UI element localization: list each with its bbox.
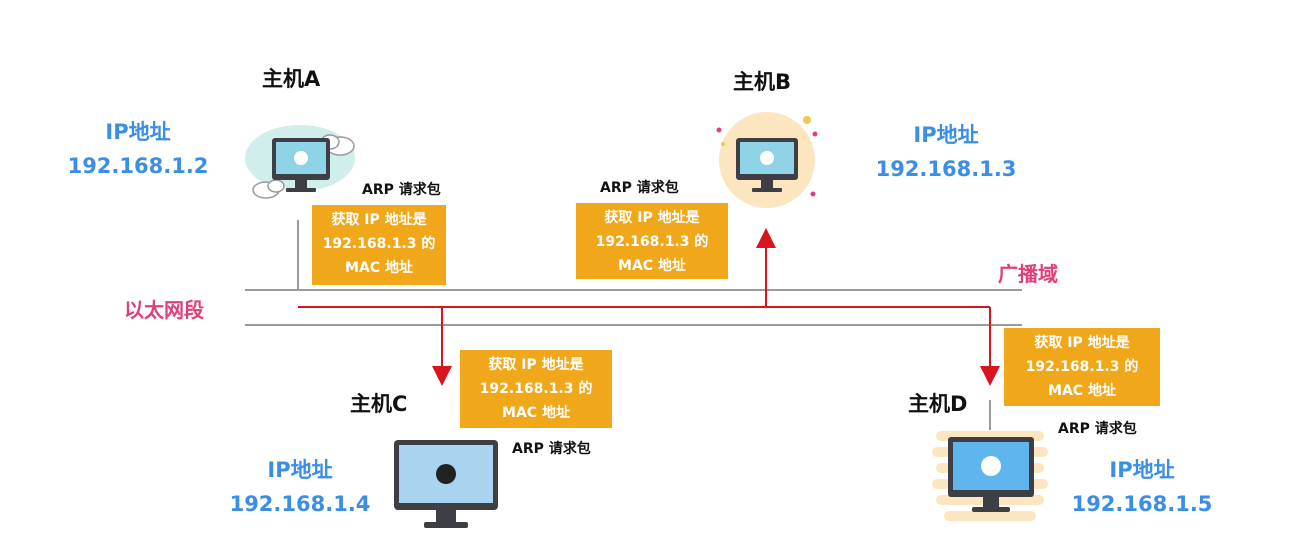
host-d-computer-icon bbox=[932, 431, 1048, 521]
host-d-ip-label: IP地址 bbox=[1109, 458, 1175, 482]
arp-request-box-b: 获取 IP 地址是 192.168.1.3 的 MAC 地址 bbox=[576, 203, 728, 279]
arp-box-line-2: 192.168.1.3 的 bbox=[595, 234, 709, 250]
host-c-computer-icon bbox=[394, 440, 498, 528]
host-d-ip-block: IP地址 192.168.1.5 bbox=[1062, 453, 1222, 521]
host-d-title: 主机D bbox=[908, 392, 968, 416]
host-c-title: 主机C bbox=[350, 392, 408, 416]
arp-packet-label-b: ARP 请求包 bbox=[600, 180, 679, 196]
arp-box-line-1: 获取 IP 地址是 bbox=[488, 357, 584, 373]
arp-box-line-3: MAC 地址 bbox=[1048, 383, 1116, 399]
arp-packet-label-d: ARP 请求包 bbox=[1058, 421, 1137, 437]
host-a-ip-block: IP地址 192.168.1.2 bbox=[58, 115, 218, 183]
host-b-title: 主机B bbox=[733, 70, 792, 94]
arp-box-line-3: MAC 地址 bbox=[502, 405, 570, 421]
arp-box-line-3: MAC 地址 bbox=[618, 258, 686, 274]
host-b-ip-label: IP地址 bbox=[913, 123, 979, 147]
arp-request-box-a: 获取 IP 地址是 192.168.1.3 的 MAC 地址 bbox=[312, 205, 446, 285]
arp-request-box-d: 获取 IP 地址是 192.168.1.3 的 MAC 地址 bbox=[1004, 328, 1160, 406]
host-c-ip-value: 192.168.1.4 bbox=[229, 492, 371, 516]
ethernet-segment-label: 以太网段 bbox=[124, 298, 204, 322]
host-b-ip-block: IP地址 192.168.1.3 bbox=[866, 118, 1026, 186]
host-a-ip-value: 192.168.1.2 bbox=[67, 154, 209, 178]
host-c-ip-label: IP地址 bbox=[267, 458, 333, 482]
arp-box-line-2: 192.168.1.3 的 bbox=[322, 236, 436, 252]
arp-box-line-2: 192.168.1.3 的 bbox=[1025, 359, 1139, 375]
arp-packet-label-c: ARP 请求包 bbox=[512, 441, 591, 457]
host-d-ip-value: 192.168.1.5 bbox=[1071, 492, 1213, 516]
host-c-ip-block: IP地址 192.168.1.4 bbox=[220, 453, 380, 521]
arp-packet-label-a: ARP 请求包 bbox=[362, 182, 441, 198]
broadcast-domain-label: 广播域 bbox=[998, 262, 1058, 286]
arp-box-line-3: MAC 地址 bbox=[345, 260, 413, 276]
host-b-ip-value: 192.168.1.3 bbox=[875, 157, 1017, 181]
arp-request-box-c: 获取 IP 地址是 192.168.1.3 的 MAC 地址 bbox=[460, 350, 612, 428]
arp-box-line-1: 获取 IP 地址是 bbox=[604, 210, 700, 226]
arp-box-line-1: 获取 IP 地址是 bbox=[1034, 335, 1130, 351]
host-a-ip-label: IP地址 bbox=[105, 120, 171, 144]
host-a-computer-icon bbox=[245, 125, 355, 199]
host-a-title: 主机A bbox=[262, 67, 321, 91]
arp-box-line-2: 192.168.1.3 的 bbox=[479, 381, 593, 397]
host-b-computer-icon bbox=[716, 112, 818, 208]
arp-box-line-1: 获取 IP 地址是 bbox=[331, 212, 427, 228]
